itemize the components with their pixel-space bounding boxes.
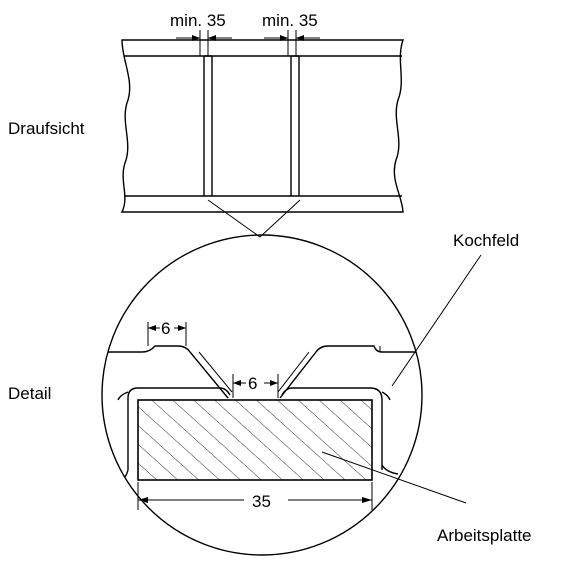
dimension-center-gap: 6 — [232, 374, 279, 398]
dimension-center-gap-label: 6 — [248, 374, 257, 393]
detail-circle — [101, 234, 423, 556]
hob-profile-right — [279, 345, 420, 399]
detail-leader-left — [207, 199, 261, 238]
dimension-gap-left: min. 35 — [170, 11, 232, 56]
label-worktop: Arbeitsplatte — [437, 526, 532, 545]
hob-inner-left — [198, 351, 233, 393]
leader-worktop — [321, 451, 467, 504]
worktop-section — [137, 399, 373, 481]
label-detail: Detail — [8, 384, 51, 403]
hob-profile-left — [102, 345, 229, 399]
dimension-gap-right: min. 35 — [262, 11, 320, 56]
dimension-worktop-width-label: 35 — [252, 492, 271, 511]
label-hob: Kochfeld — [453, 231, 519, 250]
clip-right — [381, 391, 399, 475]
dimension-edge-offset-label: 6 — [161, 319, 170, 338]
top-view: min. 35 min. 35 — [120, 11, 404, 238]
label-top-view: Draufsicht — [8, 119, 85, 138]
leader-hob — [391, 254, 482, 387]
cutout-walls — [203, 55, 300, 196]
detail-view: 6 6 35 — [101, 234, 482, 556]
dimension-gap-left-label: min. 35 — [170, 11, 226, 30]
worktop-frame — [127, 387, 383, 470]
detail-leader-right — [259, 199, 301, 238]
dimension-edge-offset: 6 — [147, 319, 187, 346]
hob-inner-right — [277, 351, 310, 393]
top-view-outline — [120, 39, 404, 213]
dimension-worktop-width: 35 — [137, 482, 373, 511]
dimension-gap-right-label: min. 35 — [262, 11, 318, 30]
